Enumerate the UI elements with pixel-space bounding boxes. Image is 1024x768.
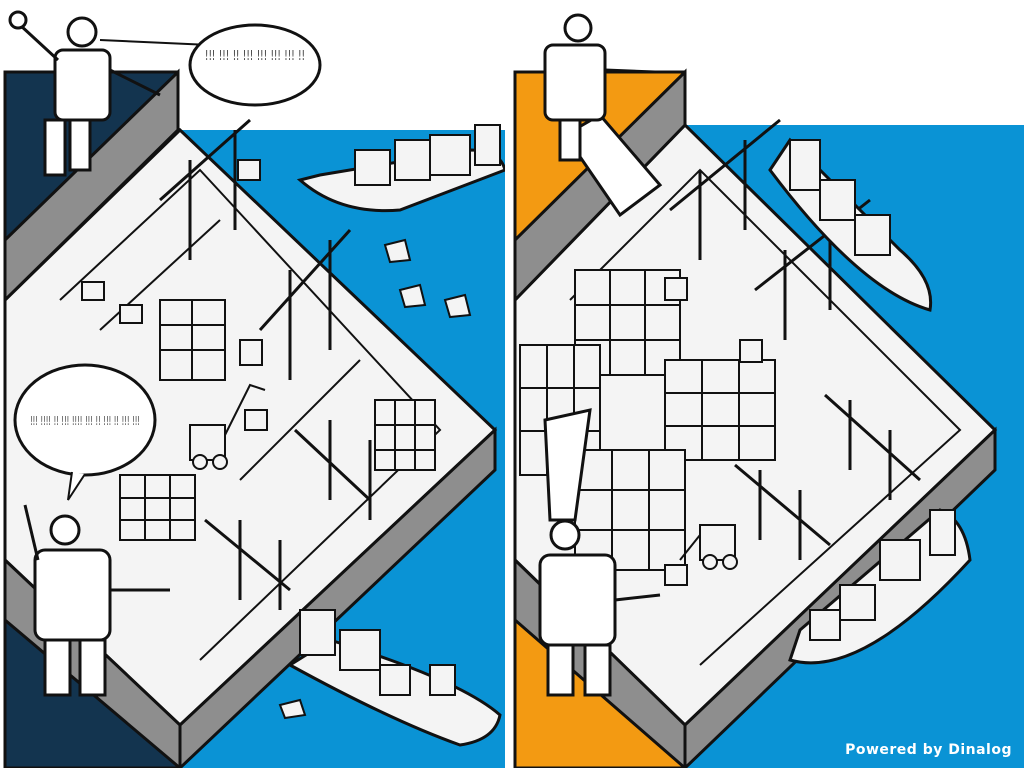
panel-divider xyxy=(505,0,515,768)
right-panel xyxy=(513,13,1024,768)
container-ship-icon xyxy=(296,124,507,213)
forklift-icon xyxy=(679,524,738,570)
forklift-icon xyxy=(189,383,266,470)
container-ship-icon xyxy=(768,137,933,312)
container-ship-icon xyxy=(788,508,972,665)
speech-text-top: !!! !!! !! !!! !!! !!! !!! !! xyxy=(205,49,305,64)
speech-bubble-top: !!! !!! !! !!! !!! !!! !!! !! xyxy=(99,23,322,107)
container-stack-icon xyxy=(81,159,436,541)
left-panel: !!! !!! !! !!! !!! !!! !!! !! !!! !!!! !… xyxy=(0,0,507,768)
crane-icon xyxy=(159,118,372,610)
angry-man-icon xyxy=(23,504,170,697)
calm-man-icon xyxy=(543,13,656,162)
angry-man-icon xyxy=(8,10,161,177)
container-ship-icon xyxy=(287,609,502,747)
credit-text: Powered by Dinalog xyxy=(845,742,1012,758)
speech-text-mid: !!! !!!! !! !!! !!!! !!! !! !!! !! !!! !… xyxy=(30,414,140,428)
speech-bubble-mid: !!! !!!! !! !!! !!!! !!! !! !!! !! !!! !… xyxy=(13,363,157,501)
calm-man-icon xyxy=(538,519,661,697)
crane-icon xyxy=(669,118,922,560)
megaphone-icon xyxy=(543,113,663,522)
